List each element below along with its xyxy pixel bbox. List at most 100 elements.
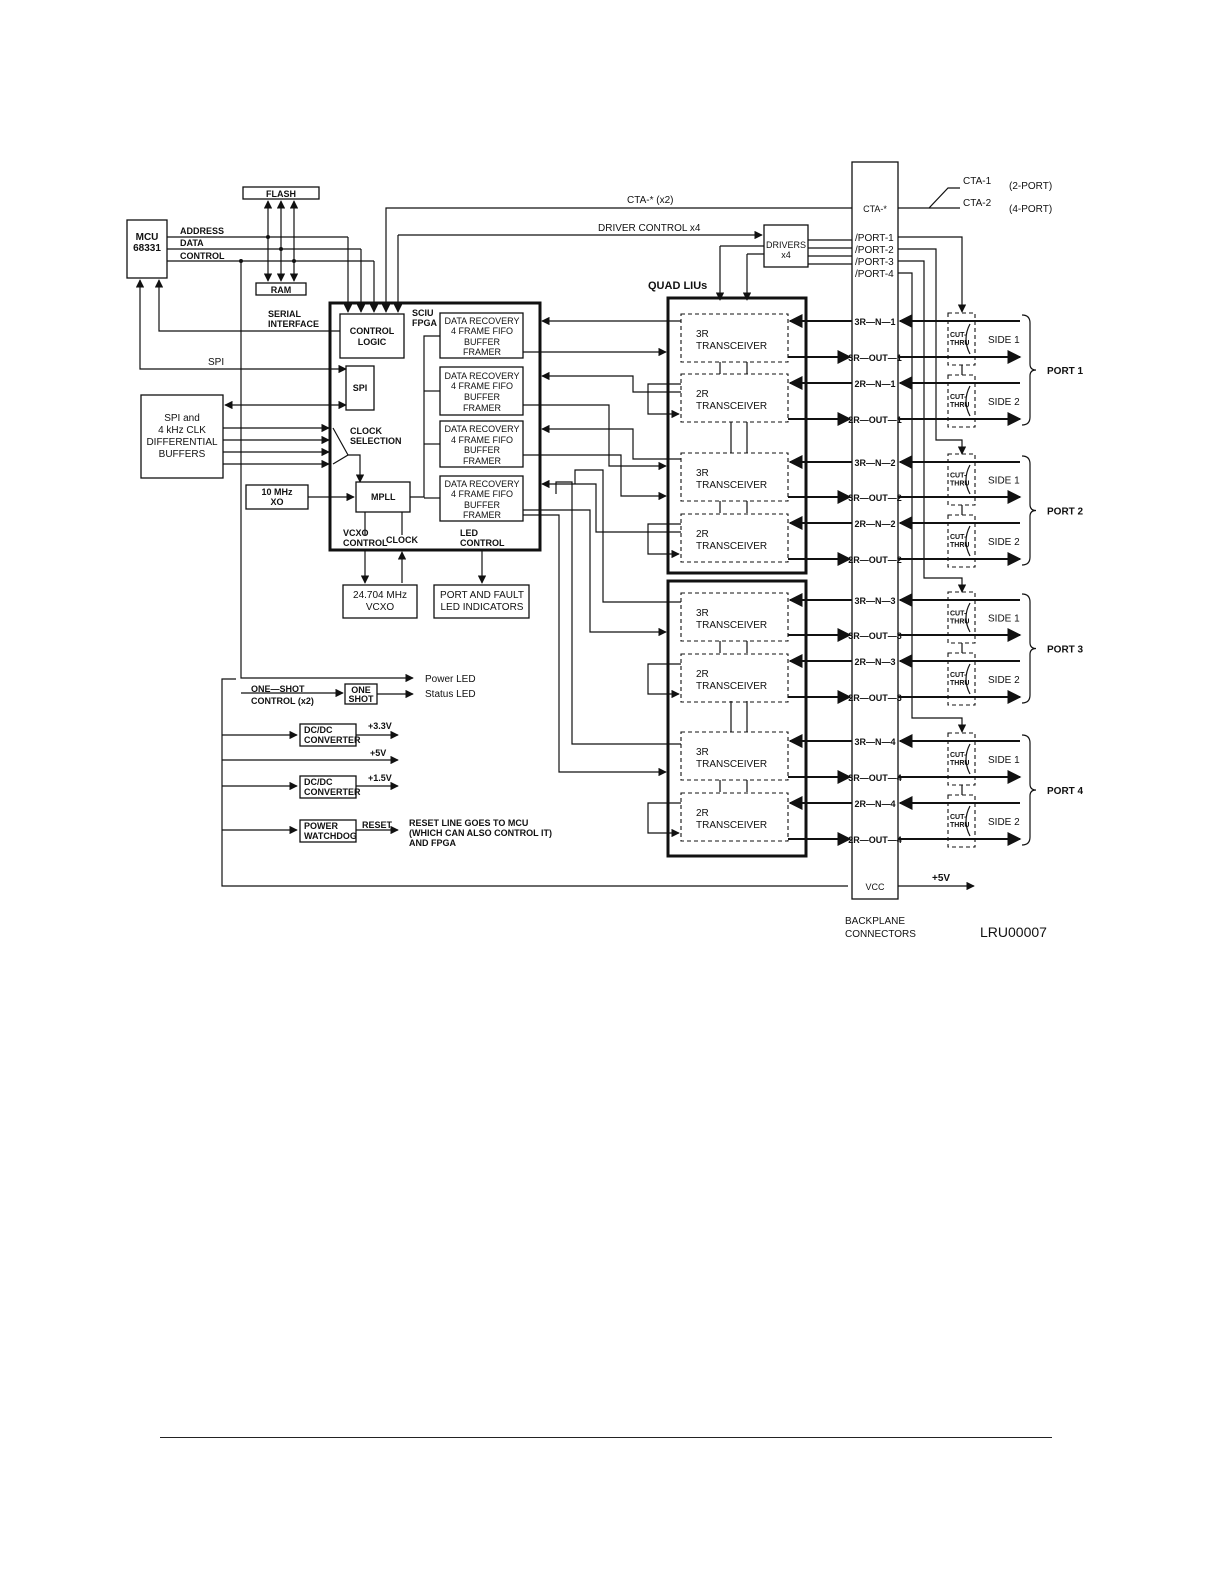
svg-text:CONTROL: CONTROL: [350, 326, 395, 336]
port-label: PORT 2: [1047, 507, 1084, 518]
led-indicators-block: PORT AND FAULT LED INDICATORS: [433, 584, 530, 619]
svg-text:4 kHz CLK: 4 kHz CLK: [158, 425, 206, 436]
signal-label: 2R—N—2: [854, 519, 895, 529]
svg-text:INTERFACE: INTERFACE: [268, 319, 319, 329]
signal-label: 3R—N—1: [854, 317, 895, 327]
side-label: SIDE 2: [988, 817, 1020, 828]
signal-label: 3R—OUT—3: [848, 631, 902, 641]
mcu-bus: ADDRESS DATA CONTROL: [167, 226, 379, 313]
mcu-block: MCU 68331: [126, 219, 168, 279]
svg-text:SELECTION: SELECTION: [350, 436, 402, 446]
fpga-liu-routing: [523, 316, 681, 777]
svg-text:BUFFER: BUFFER: [464, 500, 501, 510]
svg-text:FRAMER: FRAMER: [463, 510, 502, 520]
svg-text:WATCHDOG: WATCHDOG: [304, 831, 357, 841]
data-bus-label: DATA: [180, 238, 204, 248]
serial-interface-label: SERIAL: [268, 309, 302, 319]
svg-text:CONVERTER: CONVERTER: [304, 787, 361, 797]
side-label: SIDE 1: [988, 614, 1020, 625]
svg-text:TRANSCEIVER: TRANSCEIVER: [696, 681, 767, 692]
svg-text:3R: 3R: [696, 329, 709, 340]
cut-thru-label: CUT-: [950, 534, 967, 541]
svg-text:BUFFER: BUFFER: [464, 392, 501, 402]
control-logic-block: CONTROL LOGIC: [339, 313, 405, 359]
vcxo-control-label: VCXO: [343, 528, 369, 538]
svg-text:DRIVERS: DRIVERS: [766, 240, 806, 250]
backplane-connector: CTA-* VCC: [851, 161, 899, 900]
port-label: PORT 1: [1047, 366, 1084, 377]
svg-text:RAM: RAM: [271, 285, 292, 295]
svg-text:TRANSCEIVER: TRANSCEIVER: [696, 620, 767, 631]
svg-text:DATA RECOVERY: DATA RECOVERY: [444, 316, 519, 326]
two-port-label: (2-PORT): [1009, 181, 1052, 192]
signal-label: 3R—OUT—1: [848, 353, 902, 363]
quad-liu-group-2: [666, 579, 808, 858]
svg-text:CTA-*: CTA-*: [863, 204, 887, 214]
cta1-label: CTA-1: [963, 176, 992, 187]
svg-text:10 MHz: 10 MHz: [261, 487, 293, 497]
svg-text:SHOT: SHOT: [348, 694, 374, 704]
port-label: PORT 4: [1047, 786, 1084, 797]
svg-text:DATA RECOVERY: DATA RECOVERY: [444, 371, 519, 381]
port-ctrl-1: /PORT-1: [855, 233, 894, 244]
svg-text:CONVERTER: CONVERTER: [304, 735, 361, 745]
vcxo-block: 24.704 MHz VCXO: [342, 584, 418, 619]
quad-lius-label: QUAD LIUs: [648, 280, 707, 292]
svg-text:DATA RECOVERY: DATA RECOVERY: [444, 424, 519, 434]
cut-thru-label: CUT-: [950, 473, 967, 480]
signal-label: 3R—N—3: [854, 596, 895, 606]
signal-label: 3R—OUT—2: [848, 493, 902, 503]
reset-note-1: RESET LINE GOES TO MCU: [409, 818, 528, 828]
svg-text:DC/DC: DC/DC: [304, 777, 333, 787]
svg-text:THRU: THRU: [950, 340, 969, 347]
cut-thru-label: CUT-: [950, 752, 967, 759]
plus5v-out-label: +5V: [932, 873, 950, 884]
address-bus-label: ADDRESS: [180, 226, 224, 236]
svg-text:CONTROL: CONTROL: [343, 538, 388, 548]
svg-text:THRU: THRU: [950, 542, 969, 549]
svg-text:TRANSCEIVER: TRANSCEIVER: [696, 820, 767, 831]
svg-text:POWER: POWER: [304, 821, 339, 831]
data-recovery-block-4: DATA RECOVERY 4 FRAME FIFO BUFFER FRAMER: [439, 475, 524, 522]
cut-thru-label: CUT-: [950, 672, 967, 679]
svg-text:2R: 2R: [696, 389, 709, 400]
side-label: SIDE 2: [988, 675, 1020, 686]
one-shot-control-label: ONE—SHOT: [251, 684, 305, 694]
cta-x2-label: CTA-* (x2): [627, 195, 673, 206]
svg-text:THRU: THRU: [950, 619, 969, 626]
dcdc-15-block: DC/DC CONVERTER: [299, 775, 361, 799]
svg-text:TRANSCEIVER: TRANSCEIVER: [696, 480, 767, 491]
svg-text:4 FRAME FIFO: 4 FRAME FIFO: [451, 489, 513, 499]
svg-text:4 FRAME FIFO: 4 FRAME FIFO: [451, 381, 513, 391]
clock-selection-label: CLOCK: [350, 426, 382, 436]
one-shot-block: ONE SHOT: [344, 683, 378, 705]
svg-text:THRU: THRU: [950, 680, 969, 687]
svg-text:MCU: MCU: [136, 232, 159, 243]
svg-text:FPGA: FPGA: [412, 318, 438, 328]
svg-text:XO: XO: [270, 497, 283, 507]
svg-text:BUFFERS: BUFFERS: [159, 449, 206, 460]
svg-text:DC/DC: DC/DC: [304, 725, 333, 735]
signal-label: 2R—N—3: [854, 657, 895, 667]
svg-text:TRANSCEIVER: TRANSCEIVER: [696, 341, 767, 352]
signal-label: 3R—N—4: [854, 737, 895, 747]
driver-control-label: DRIVER CONTROL x4: [598, 223, 701, 234]
reset-label: RESET: [362, 820, 393, 830]
svg-text:FRAMER: FRAMER: [463, 456, 502, 466]
svg-text:x4: x4: [781, 250, 791, 260]
data-recovery-block-1: DATA RECOVERY 4 FRAME FIFO BUFFER FRAMER: [439, 312, 524, 359]
svg-text:VCC: VCC: [865, 882, 885, 892]
signal-label: 2R—OUT—4: [848, 835, 902, 845]
v15-label: +1.5V: [368, 773, 392, 783]
svg-text:TRANSCEIVER: TRANSCEIVER: [696, 759, 767, 770]
svg-text:SPI: SPI: [353, 383, 368, 393]
data-recovery-block-2: DATA RECOVERY 4 FRAME FIFO BUFFER FRAMER: [439, 366, 524, 416]
power-led-label: Power LED: [425, 674, 476, 685]
footer-rule: [160, 1437, 1052, 1438]
port-ctrl-4: /PORT-4: [855, 269, 894, 280]
